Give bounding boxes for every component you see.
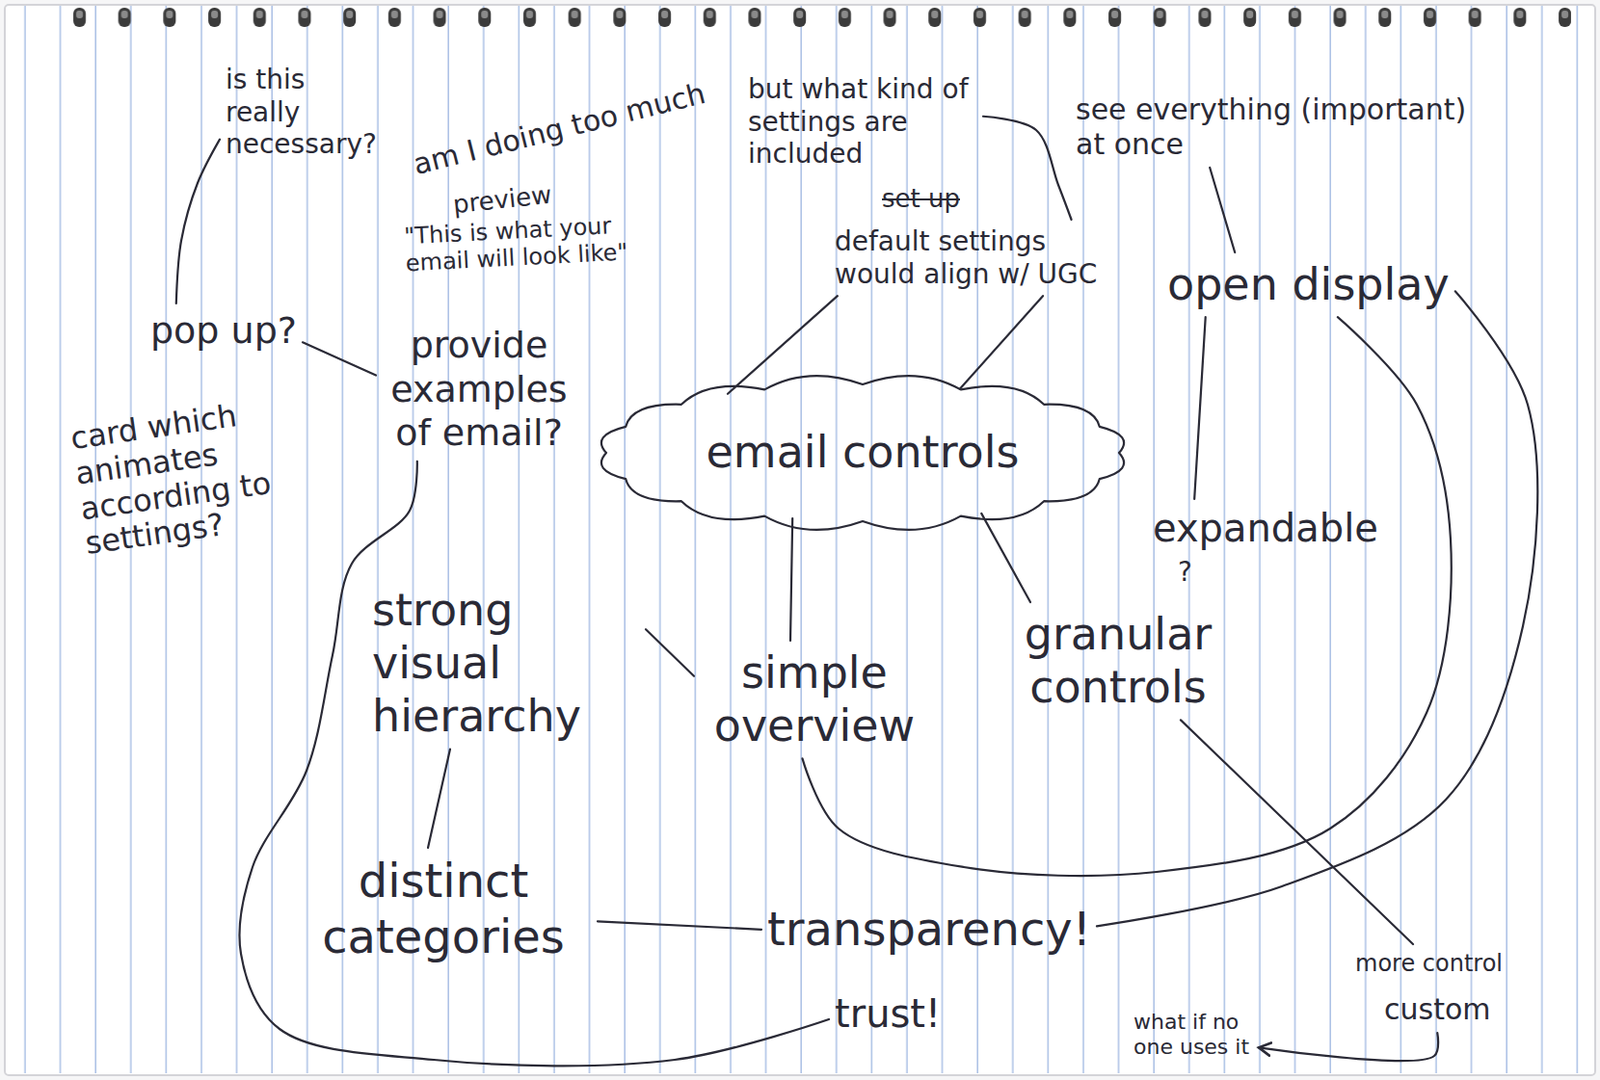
node-text: open display [1167, 258, 1450, 312]
page [4, 4, 1596, 1076]
idea-node: default settings would align w/ UGC [828, 219, 1115, 296]
node-text: pop up? [150, 309, 297, 354]
ruled-lines [5, 5, 1595, 1074]
node-text: what if no one uses it [1133, 1010, 1254, 1062]
connector [239, 461, 829, 1067]
idea-node: trust! [828, 985, 947, 1043]
node-text: granular controls [998, 608, 1238, 715]
note-text: set up [881, 185, 960, 214]
connector [302, 342, 376, 375]
node-text: see everything (important) at once [1075, 92, 1489, 162]
idea-node: see everything (important) at once [1069, 86, 1494, 168]
node-text: email controls [706, 426, 1020, 480]
node-text: strong visual hierarchy [372, 584, 640, 745]
connector [645, 629, 694, 676]
node-text: distinct categories [294, 853, 592, 965]
connector [1180, 720, 1414, 945]
idea-node: expandable [1146, 499, 1385, 558]
connector [802, 317, 1452, 877]
idea-node: distinct categories [289, 848, 598, 971]
idea-node: what if no one uses it [1127, 1004, 1259, 1067]
idea-node: but what kind of settings are included [742, 67, 984, 177]
node-text: trust! [834, 990, 941, 1038]
connector [983, 116, 1072, 220]
idea-node: granular controls [992, 602, 1244, 720]
node-text: more control [1355, 950, 1503, 979]
idea-node: pop up? [144, 303, 303, 360]
node-text: but what kind of settings are included [747, 73, 978, 171]
idea-node: simple overview [693, 640, 935, 759]
node-text: transparency! [767, 902, 1092, 959]
idea-node: open display [1161, 252, 1456, 318]
note-text: am I doing too much [409, 77, 709, 183]
spiral-binding [57, 0, 1572, 39]
connector [981, 513, 1031, 603]
cloud-shape [601, 375, 1124, 531]
idea-node: strong visual hierarchy [366, 578, 646, 750]
node-text: default settings would align w/ UGC [834, 225, 1109, 291]
idea-node: custom [1378, 986, 1496, 1034]
connector [597, 921, 762, 930]
note-text: preview [452, 181, 554, 220]
connector [1258, 1033, 1439, 1062]
connector [427, 749, 451, 849]
connector [176, 139, 220, 304]
connector [727, 295, 838, 395]
connector [1194, 317, 1206, 500]
idea-node: more control [1349, 944, 1509, 985]
cloud-node: email controls [592, 371, 1133, 535]
idea-node: transparency! [761, 896, 1097, 964]
node-text: expandable [1152, 505, 1379, 552]
connector [1209, 167, 1235, 253]
connector [790, 518, 793, 641]
idea-node: is this really necessary? [219, 57, 390, 167]
note-text: "This is what your email will look like" [403, 212, 643, 278]
node-text: custom [1384, 992, 1491, 1028]
connector [960, 295, 1043, 390]
idea-node: provide examples of email? [375, 318, 583, 462]
node-text: is this really necessary? [225, 63, 384, 161]
node-text: provide examples of email? [381, 323, 577, 456]
node-text: simple overview [699, 646, 930, 753]
note-text: card which animates according to setting… [68, 389, 318, 562]
note-text: ? [1177, 557, 1193, 588]
